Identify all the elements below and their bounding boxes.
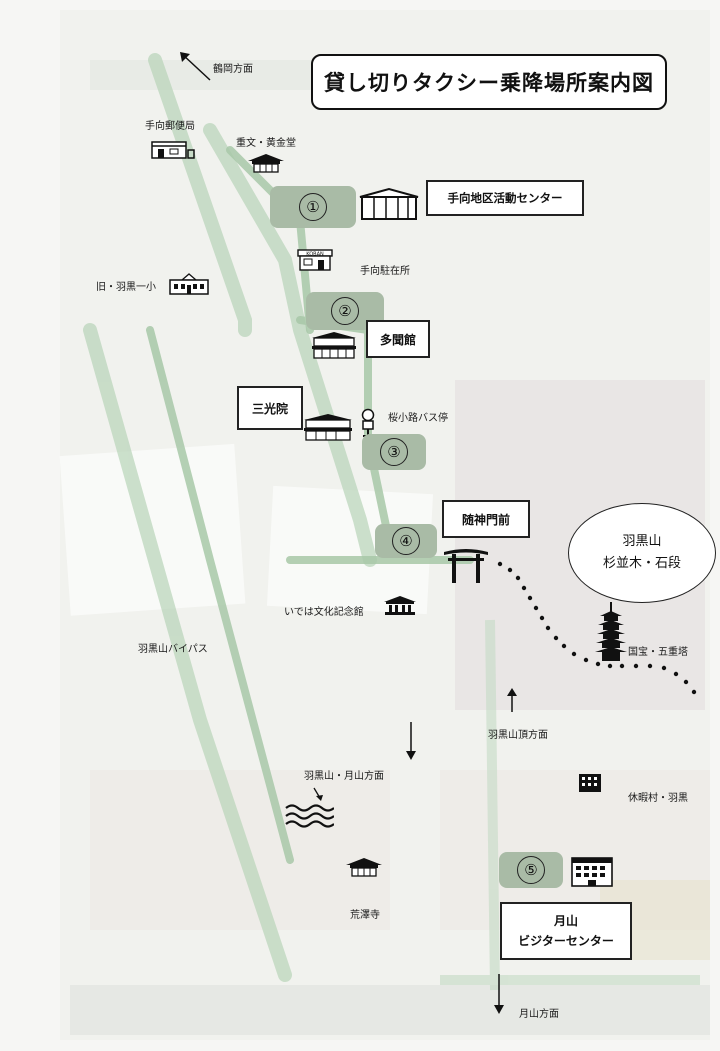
mountain-name: 羽黒山: [622, 534, 662, 549]
visitor-center-icon: [571, 857, 613, 887]
old-school-label: 旧・羽黒一小: [96, 282, 156, 293]
police-box-icon: KOBAN: [297, 249, 333, 271]
tsuruoka-direction-label: 鶴岡方面: [213, 64, 253, 75]
pagoda-icon: [595, 602, 627, 661]
arrow-down-icon: [406, 722, 416, 760]
post-office-label: 手向郵便局: [145, 121, 195, 132]
inn-icon: [312, 332, 356, 359]
mountain-subtitle: 杉並木・石段: [602, 556, 681, 571]
arrow-up-left-icon: [180, 52, 211, 81]
koban-sign: KOBAN: [306, 252, 324, 258]
stop-3-number: ③: [380, 438, 408, 466]
stop-3-label: 三光院: [237, 386, 303, 430]
arrow-down-icon: [494, 974, 504, 1014]
stop-3-marker[interactable]: ③: [362, 434, 426, 470]
stone-steps-path: [497, 561, 697, 695]
stop-2-label: 多聞館: [366, 320, 430, 358]
temple-icon: [346, 858, 382, 877]
summit-direction-label: 羽黒山頂方面: [488, 730, 548, 741]
stop-4-marker[interactable]: ④: [375, 524, 437, 558]
map-title: 貸し切りタクシー乗降場所案内図: [311, 54, 667, 110]
stop-4-number: ④: [392, 527, 420, 555]
chuzaisho-label: 手向駐在所: [360, 266, 410, 277]
hotel-icon: [579, 774, 601, 792]
stop-2-number: ②: [331, 297, 359, 325]
stop-1-marker[interactable]: ①: [270, 186, 356, 228]
inn-icon: [304, 414, 352, 441]
stop-1-number: ①: [299, 193, 327, 221]
hall-icon: [359, 187, 419, 220]
stop-5-label: 月山 ビジターセンター: [500, 902, 632, 960]
ideha-label: いでは文化記念館: [284, 607, 364, 618]
stop-1-label: 手向地区活動センター: [426, 180, 584, 216]
haguro-gassan-direction-label: 羽黒山・月山方面: [304, 771, 384, 782]
torii-icon: [444, 549, 488, 583]
stop-4-label: 随神門前: [442, 500, 530, 538]
bus-stop-label: 桜小路バス停: [388, 413, 448, 424]
haguro-mountain-callout: 羽黒山 杉並木・石段: [568, 503, 716, 603]
temple-icon: [248, 154, 284, 173]
stop-5-number: ⑤: [517, 856, 545, 884]
stop-5-label-line1: 月山: [553, 914, 578, 928]
kogane-do-label: 重文・黄金堂: [236, 138, 296, 149]
museum-icon: [384, 596, 416, 615]
post-office-icon: [151, 141, 195, 159]
river-icon: [285, 787, 334, 828]
school-icon: [169, 273, 209, 295]
arasawa-label: 荒澤寺: [350, 910, 380, 921]
gassan-direction-label: 月山方面: [519, 1009, 559, 1020]
bypass-label: 羽黒山バイパス: [138, 644, 208, 655]
pagoda-label: 国宝・五重塔: [628, 647, 688, 658]
kyukamura-label: 休暇村・羽黒: [628, 793, 688, 804]
stop-5-label-line2: ビジターセンター: [518, 934, 614, 948]
arrow-up-icon: [507, 688, 517, 712]
stop-5-marker[interactable]: ⑤: [499, 852, 563, 888]
